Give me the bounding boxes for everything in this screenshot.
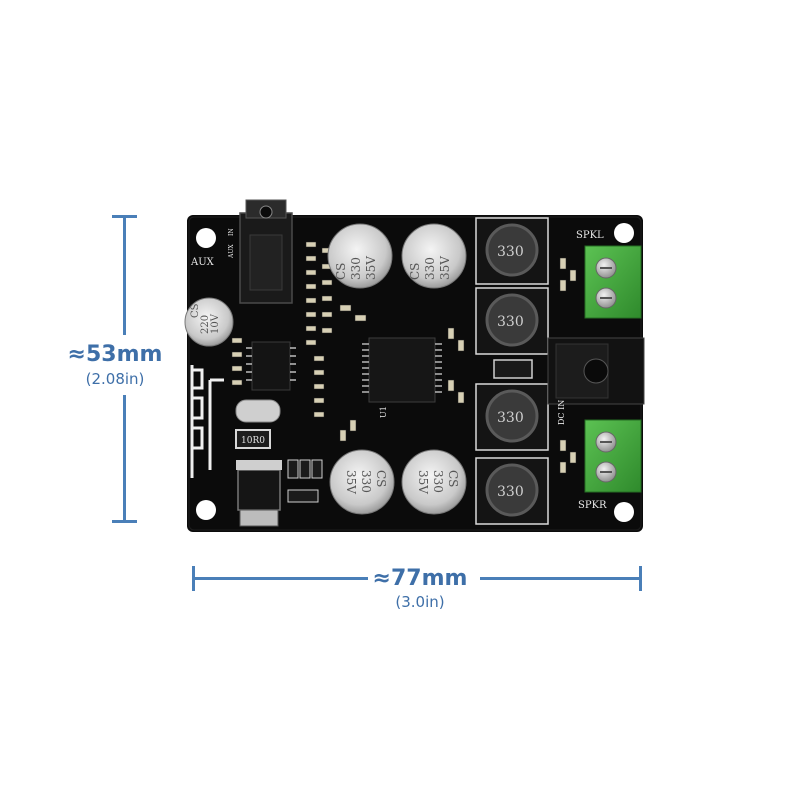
cap-small-line2: 220 xyxy=(200,315,211,334)
smd-passives xyxy=(339,257,577,474)
cap-large-line3: 35V xyxy=(416,470,430,494)
spkl-label: SPKL xyxy=(576,230,604,241)
inductor-marking: 330 xyxy=(497,244,524,260)
speaker-terminal-right xyxy=(584,419,642,493)
smd-diodes xyxy=(287,459,323,503)
large-capacitor: CS 330 35V xyxy=(401,449,467,515)
u1-label: U1 xyxy=(379,406,388,418)
amplifier-ic: U1 xyxy=(362,337,442,418)
cap-large-line1: CS xyxy=(374,470,388,487)
inductor: 330 xyxy=(475,383,549,451)
bluetooth-antenna xyxy=(190,365,224,478)
resistor-marking: 10R0 xyxy=(241,436,265,446)
cap-large-line3: 35V xyxy=(364,256,378,280)
large-capacitor: CS 330 35V xyxy=(327,223,393,289)
aux-small-label: AUX xyxy=(228,244,235,259)
mounting-hole xyxy=(196,500,216,520)
inductor: 330 xyxy=(475,287,549,355)
ic-chip xyxy=(246,341,296,391)
height-label: ≈53mm xyxy=(67,342,163,367)
inductor-marking: 330 xyxy=(497,314,524,330)
cap-large-line1: CS xyxy=(446,470,460,487)
power-resistor: 10R0 xyxy=(235,429,271,449)
inductor-marking: 330 xyxy=(497,484,524,500)
cap-large-line2: 330 xyxy=(349,257,363,280)
mounting-hole xyxy=(614,223,634,243)
cap-large-line3: 35V xyxy=(344,470,358,494)
height-sub-label: (2.08in) xyxy=(85,370,145,388)
large-capacitor: CS 330 35V xyxy=(401,223,467,289)
dc-in-label: DC IN xyxy=(557,400,566,425)
cap-small-line1: CS xyxy=(190,303,201,318)
aux-label: AUX xyxy=(190,257,215,268)
cap-large-line2: 330 xyxy=(431,470,445,493)
cap-large-line1: CS xyxy=(408,263,422,280)
crystal-oscillator xyxy=(235,399,281,423)
in-small-label: IN xyxy=(228,228,235,236)
cap-small-line3: 10V xyxy=(210,313,221,334)
small-capacitor: CS 220 10V xyxy=(184,297,234,347)
spkr-label: SPKR xyxy=(578,500,607,511)
voltage-regulator xyxy=(236,460,282,527)
smd-diode xyxy=(493,359,533,379)
cap-large-line2: 330 xyxy=(423,257,437,280)
smd-component-column xyxy=(231,241,333,418)
width-label: ≈77mm xyxy=(372,566,468,591)
large-capacitor: CS 330 35V xyxy=(329,449,395,515)
inductor-marking: 330 xyxy=(497,410,524,426)
dc-power-jack xyxy=(547,337,645,405)
inductor: 330 xyxy=(475,457,549,525)
cap-large-line1: CS xyxy=(334,263,348,280)
height-dimension-cap-bottom xyxy=(112,520,137,523)
mounting-hole xyxy=(614,502,634,522)
speaker-terminal-left xyxy=(584,245,642,319)
width-dimension-cap-right xyxy=(639,566,642,591)
cap-large-line2: 330 xyxy=(359,470,373,493)
cap-large-line3: 35V xyxy=(438,256,452,280)
width-dimension-cap-left xyxy=(192,566,195,591)
mounting-hole xyxy=(196,228,216,248)
width-sub-label: (3.0in) xyxy=(395,593,445,611)
height-dimension-cap-top xyxy=(112,215,137,218)
inductor: 330 xyxy=(475,217,549,285)
